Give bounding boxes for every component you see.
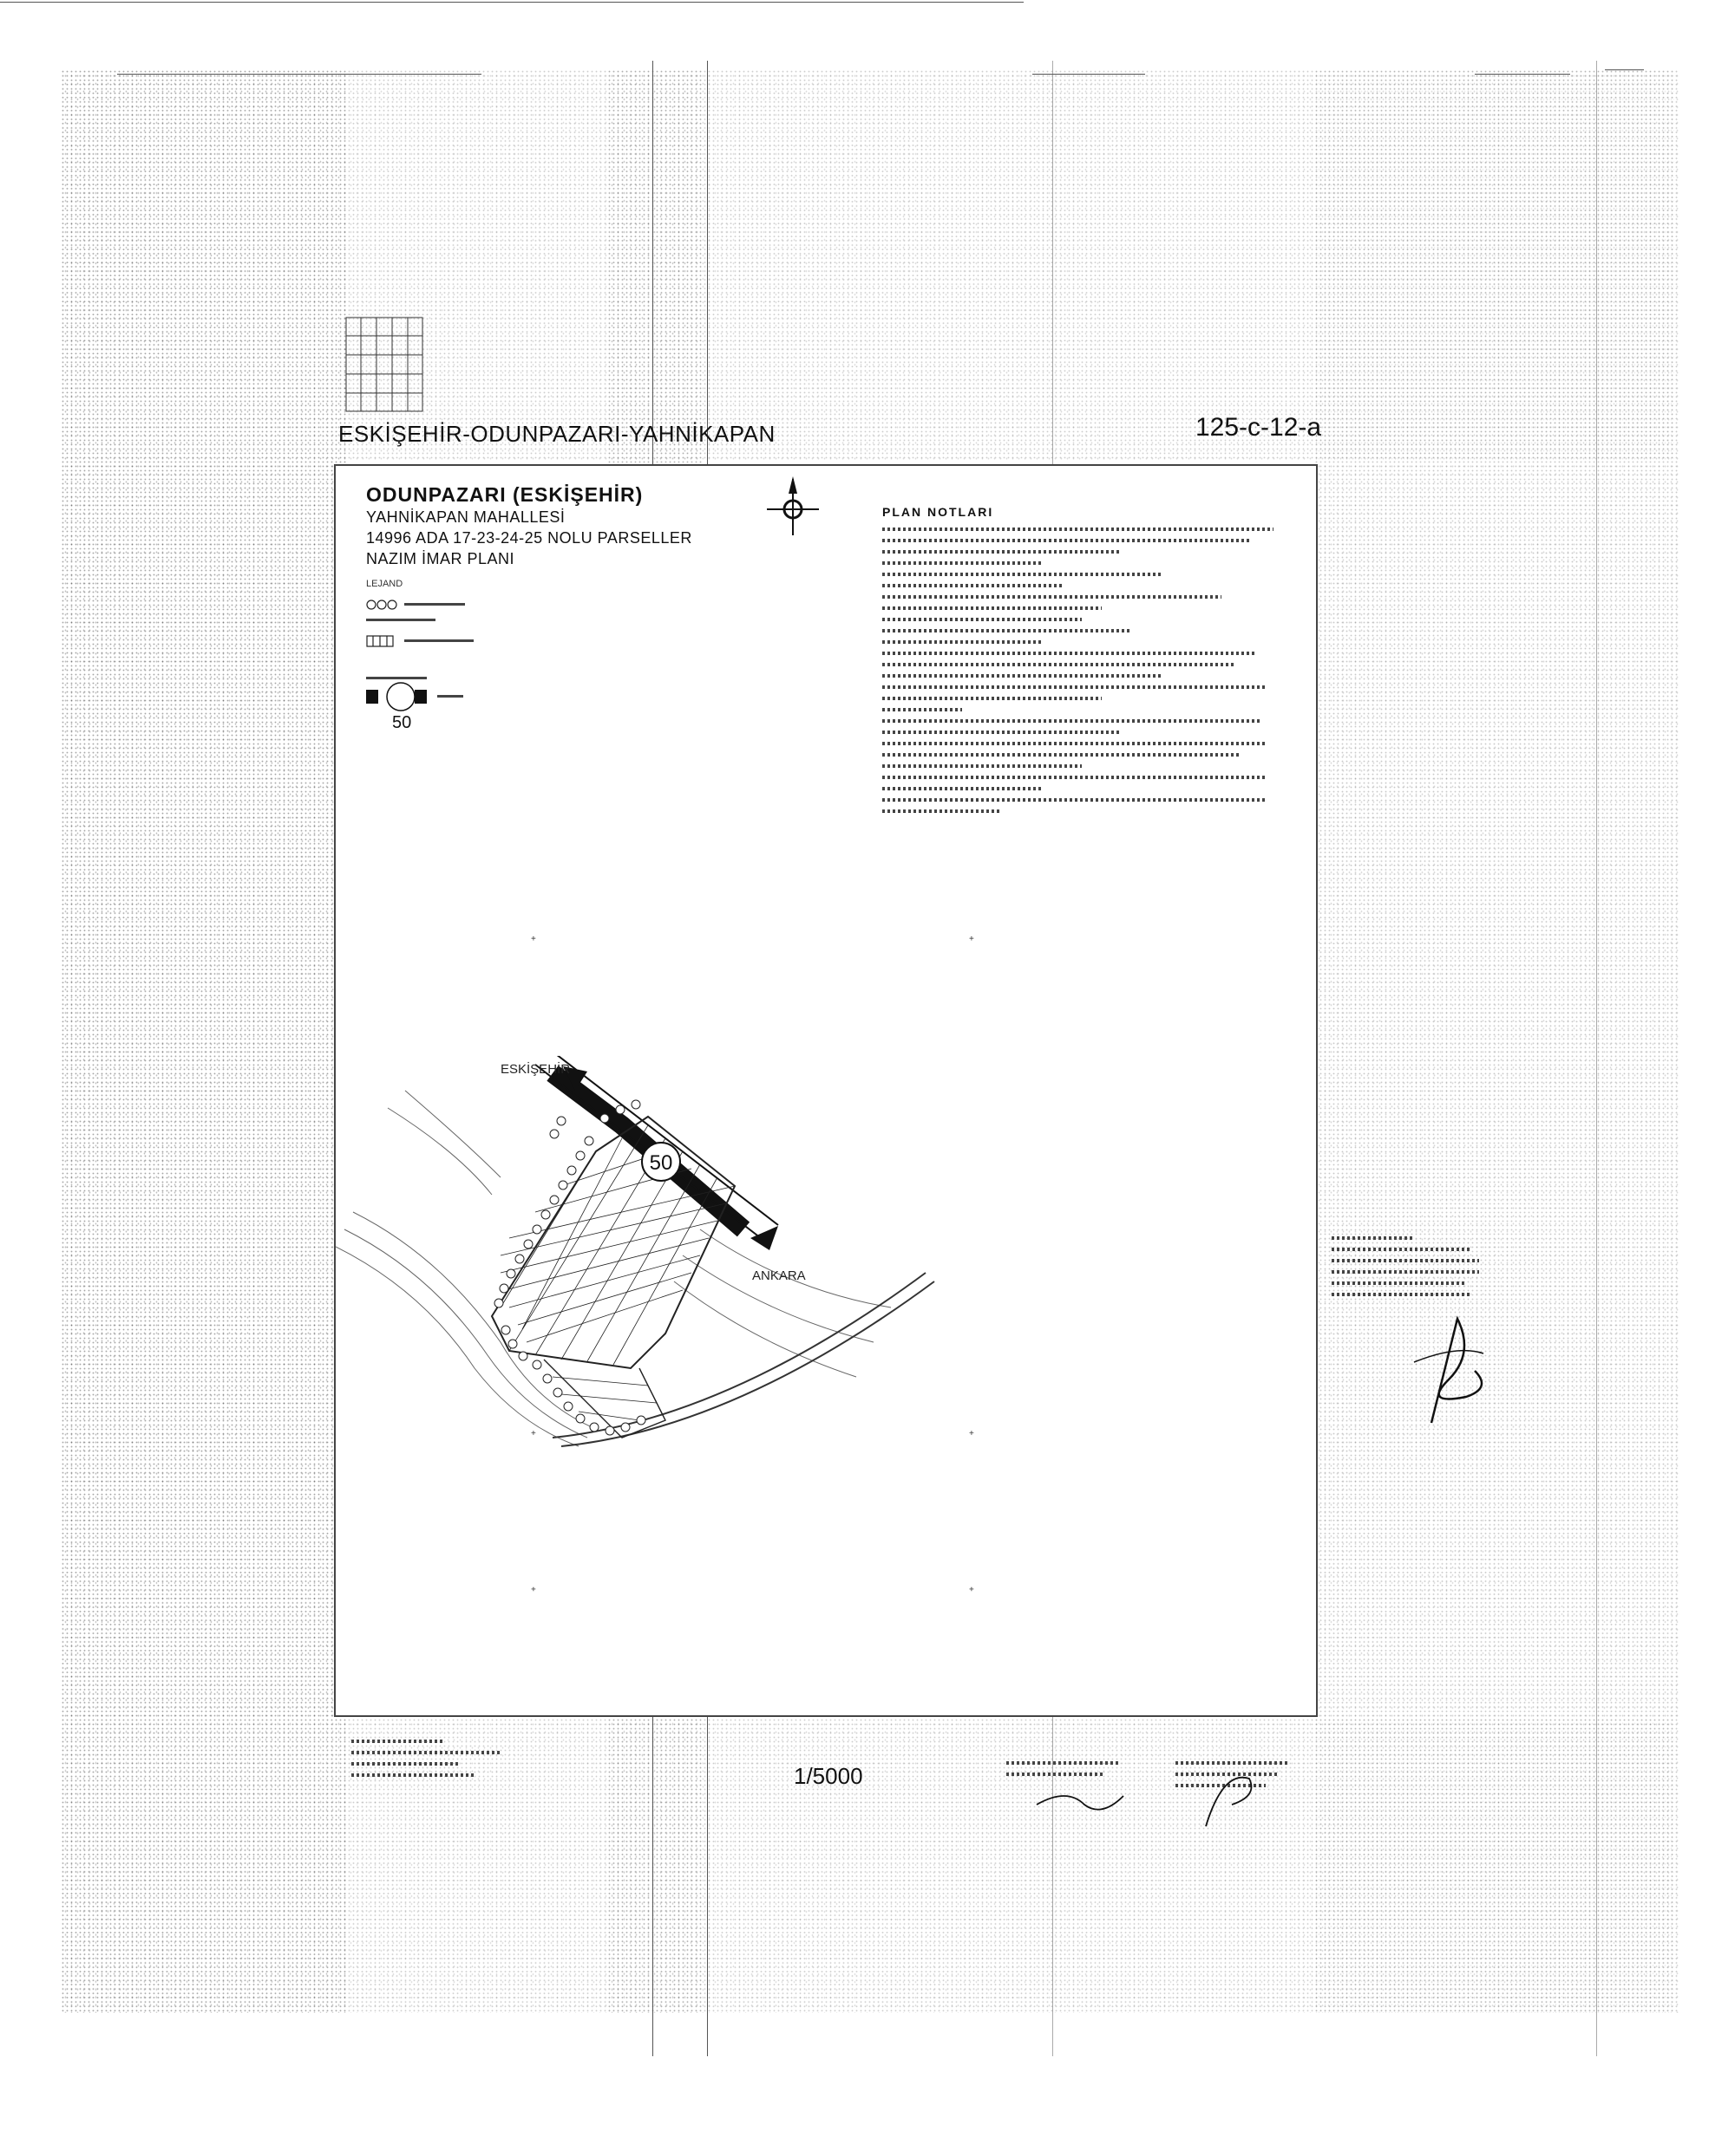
plan-title-line1: ODUNPAZARI (ESKİŞEHİR) [366,483,644,506]
grid-cross: + [531,934,536,944]
footer-municipality-stamp [1175,1761,1288,1795]
scan-line [117,74,481,75]
plan-notes: PLAN NOTLARI [882,505,1281,821]
road-width-label: 50 [650,1151,673,1175]
road-label-ankara: ANKARA [752,1268,806,1283]
north-arrow-icon [767,476,819,535]
scan-line [1596,61,1597,2056]
plan-title-line3: 14996 ADA 17-23-24-25 NOLU PARSELLER [366,529,692,547]
plan-title-block: ODUNPAZARI (ESKİŞEHİR) YAHNİKAPAN MAHALL… [366,483,692,569]
scan-line [1475,74,1570,75]
legend-buffer-label: 50 [392,713,412,732]
footer-left-block [351,1740,507,1785]
legend-block: LEJAND 50 [366,579,592,737]
grid-cross: + [969,934,974,944]
legend-symbols [366,600,474,711]
footer-municipality-signature [1205,1776,1253,1827]
sheet-index-grid [345,317,423,412]
sheet-code: 125-c-12-a [1195,413,1322,442]
scan-noise-bottom [61,1718,1674,2013]
road-line [547,1065,750,1237]
contractor-note [1332,1236,1479,1304]
grid-cross: + [531,1429,536,1438]
footer-signature-mark [1036,1795,1124,1811]
site-map: 50 ESKİŞEHİR ANKARA [336,1056,935,1447]
scan-line [0,2,1024,3]
header-title: ESKİŞEHİR-ODUNPAZARI-YAHNİKAPAN [338,421,776,447]
plan-notes-body [882,528,1281,813]
plan-sheet: ODUNPAZARI (ESKİŞEHİR) YAHNİKAPAN MAHALL… [334,464,1318,1717]
scan-line [1605,69,1644,70]
legend-heading: LEJAND [366,579,403,589]
plan-title-line2: YAHNİKAPAN MAHALLESİ [366,508,566,526]
scan-line [1032,74,1145,75]
signature-mark [1413,1315,1484,1424]
map-scale: 1/5000 [794,1763,863,1789]
grid-cross: + [531,1585,536,1595]
plan-notes-heading: PLAN NOTLARI [882,505,994,519]
plan-title-line4: NAZIM İMAR PLANI [366,550,515,567]
road-label-eskisehir: ESKİŞEHİR [501,1061,570,1077]
footer-contractor-stamp [1006,1761,1119,1784]
grid-cross: + [969,1585,974,1595]
scan-noise-top [61,69,1674,460]
grid-cross: + [969,1429,974,1438]
